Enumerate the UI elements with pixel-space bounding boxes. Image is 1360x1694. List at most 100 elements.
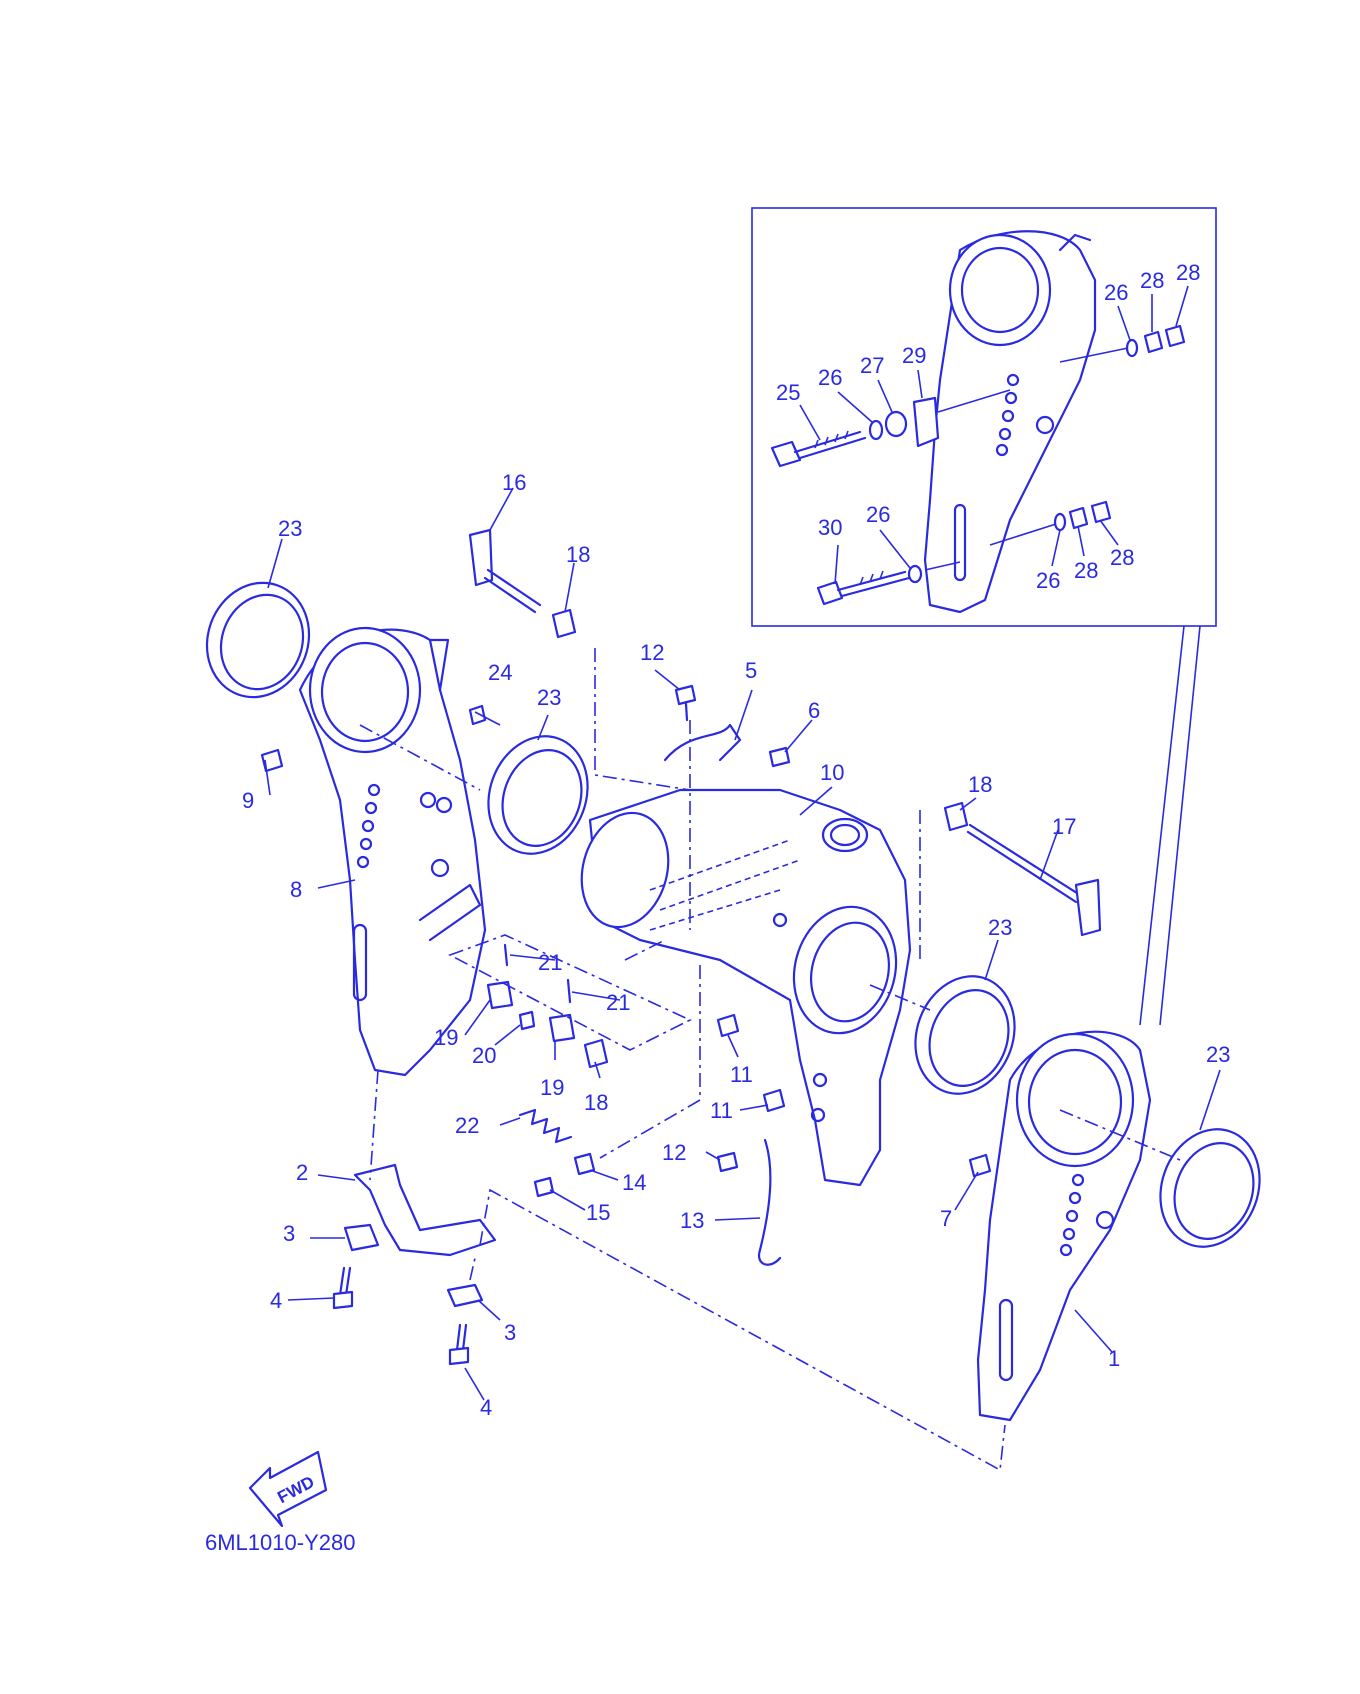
nut-28-lower-a <box>1068 506 1089 530</box>
nut-28-upper-b <box>1164 324 1186 348</box>
callout-11: 11 <box>730 1062 753 1087</box>
callout-25: 25 <box>776 380 800 405</box>
callout-2: 2 <box>296 1160 308 1185</box>
callout-11: 11 <box>710 1098 733 1123</box>
fitting-7 <box>968 1153 992 1178</box>
pin-20 <box>518 1010 536 1031</box>
callout-30: 30 <box>818 515 842 540</box>
callout-16: 16 <box>502 470 526 495</box>
washer-27 <box>884 410 908 438</box>
bushing-18-top <box>551 608 577 639</box>
callout-18: 18 <box>584 1090 608 1115</box>
callout-10: 10 <box>820 760 844 785</box>
callout-29: 29 <box>902 343 926 368</box>
callout-1: 1 <box>1108 1346 1120 1371</box>
pad-3-left <box>343 1223 380 1252</box>
callout-23: 23 <box>278 516 302 541</box>
fitting-9 <box>260 748 284 773</box>
fwd-arrow: FWD <box>248 1450 328 1528</box>
callout-19: 19 <box>540 1075 564 1100</box>
spring-22 <box>518 1108 573 1144</box>
ring-23-center-right <box>914 975 1016 1095</box>
bolt-30 <box>816 570 911 606</box>
callout-numbers: 23 16 18 24 23 12 5 6 10 18 17 23 23 9 8… <box>242 260 1230 1420</box>
callout-28: 28 <box>1110 545 1134 570</box>
ring-23-right <box>1159 1128 1261 1248</box>
callout-18: 18 <box>968 772 992 797</box>
callout-19: 19 <box>434 1025 458 1050</box>
fitting-11-lower <box>762 1088 786 1113</box>
callout-23: 23 <box>988 915 1012 940</box>
callout-4: 4 <box>480 1395 492 1420</box>
callout-18: 18 <box>566 542 590 567</box>
callout-6: 6 <box>808 698 820 723</box>
clip-14 <box>573 1152 596 1176</box>
diagram-code: 6ML1010-Y280 <box>205 1530 355 1555</box>
housing-10 <box>580 788 912 1187</box>
callout-27: 27 <box>860 353 884 378</box>
screw-6 <box>768 746 791 768</box>
ring-23-center-left <box>487 735 589 855</box>
inset-leaders <box>799 285 1189 585</box>
stud-24 <box>468 704 487 726</box>
callout-8: 8 <box>290 877 302 902</box>
callout-20: 20 <box>472 1043 496 1068</box>
callout-26: 26 <box>1104 280 1128 305</box>
callout-12: 12 <box>640 640 664 665</box>
plate-29 <box>912 396 940 448</box>
callout-21: 21 <box>606 990 630 1015</box>
callout-7: 7 <box>940 1206 952 1231</box>
callout-28: 28 <box>1176 260 1200 285</box>
callout-23: 23 <box>537 685 561 710</box>
pin-17 <box>966 823 1102 937</box>
callout-3: 3 <box>504 1320 516 1345</box>
callout-3: 3 <box>283 1221 295 1246</box>
callout-13: 13 <box>680 1208 704 1233</box>
bracket-8 <box>298 626 487 1077</box>
callout-26: 26 <box>1036 568 1060 593</box>
washer-26-upper <box>1125 338 1139 358</box>
pad-3-right <box>446 1283 484 1308</box>
callout-28: 28 <box>1140 268 1164 293</box>
callout-14: 14 <box>622 1170 646 1195</box>
callout-21: 21 <box>538 950 562 975</box>
inset-detail <box>751 207 1217 627</box>
callout-5: 5 <box>745 658 757 683</box>
callout-26: 26 <box>866 502 890 527</box>
washer-26-lower-right <box>1053 512 1067 532</box>
pin-21-right <box>566 978 572 1004</box>
callout-24: 24 <box>488 660 512 685</box>
wire-5 <box>663 723 742 762</box>
callout-17: 17 <box>1052 814 1076 839</box>
fitting-11-upper <box>716 1013 740 1038</box>
callout-22: 22 <box>455 1113 479 1138</box>
leader-lines <box>264 487 1221 1401</box>
washer-26 <box>868 419 884 441</box>
callout-26: 26 <box>818 365 842 390</box>
pin-16 <box>468 528 542 614</box>
pin-21-left <box>503 943 509 967</box>
nut-28-lower-b <box>1090 500 1112 524</box>
screw-12-lower <box>716 1151 739 1173</box>
washer-26-lower <box>907 564 923 584</box>
collar-19-right <box>548 1013 576 1043</box>
nut-28-upper-a <box>1143 330 1164 354</box>
inset-bracket <box>923 230 1097 614</box>
bracket-1 <box>976 1030 1152 1422</box>
bolt-4-right <box>448 1323 470 1366</box>
bolt-25 <box>770 430 867 468</box>
bracket-2 <box>353 1163 497 1257</box>
screw-12-top <box>674 684 697 706</box>
construction-lines <box>359 648 1181 1472</box>
callout-23: 23 <box>1206 1042 1230 1067</box>
screw-15 <box>533 1176 555 1198</box>
bushing-18-lower <box>583 1038 609 1069</box>
callout-12: 12 <box>662 1140 686 1165</box>
callout-4: 4 <box>270 1288 282 1313</box>
lead-wire-13 <box>757 1138 782 1266</box>
collar-19-left <box>486 980 514 1010</box>
bolt-4-left <box>332 1266 354 1310</box>
ring-23-left <box>205 581 311 699</box>
callout-28: 28 <box>1074 558 1098 583</box>
